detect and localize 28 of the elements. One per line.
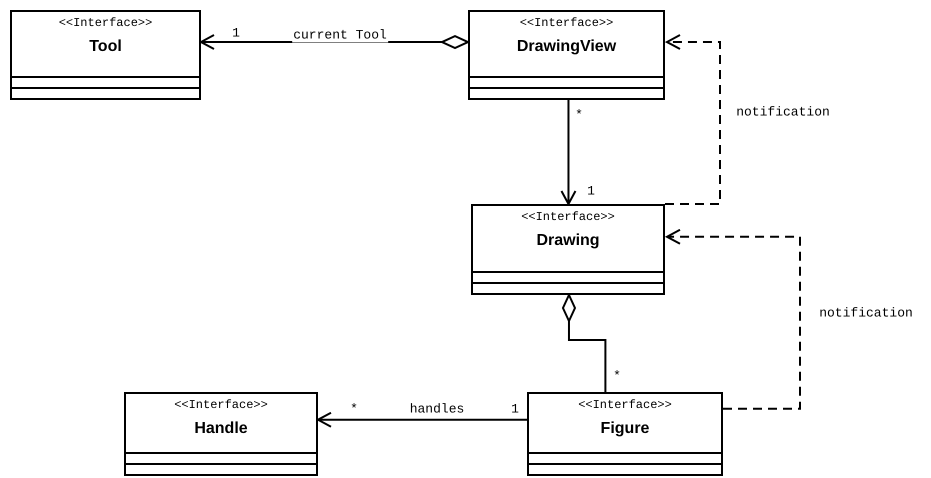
class-box	[471, 204, 665, 295]
aggregation-line	[562, 294, 606, 392]
dependency-arrow	[665, 34, 721, 205]
edge-label: current Tool	[292, 28, 388, 42]
class-name: Tool	[89, 38, 122, 56]
multiplicity: 1	[510, 402, 520, 416]
multiplicity: 1	[231, 26, 241, 40]
multiplicity: *	[349, 402, 359, 416]
association-arrow	[317, 412, 527, 428]
class-box	[124, 392, 318, 476]
stereotype: <<Interface>>	[520, 16, 614, 30]
class-name: Handle	[194, 420, 248, 438]
multiplicity: *	[612, 368, 622, 384]
class-box	[468, 10, 665, 100]
stereotype: <<Interface>>	[578, 398, 672, 412]
class-name: Drawing	[536, 232, 600, 250]
multiplicity: 1	[586, 184, 596, 198]
stereotype: <<Interface>>	[174, 398, 268, 412]
class-name: Figure	[600, 420, 650, 438]
association-arrow	[200, 34, 469, 50]
stereotype: <<Interface>>	[58, 16, 152, 30]
class-box	[10, 10, 201, 100]
class-box	[527, 392, 723, 476]
class-name: DrawingView	[516, 38, 616, 56]
association-arrow	[560, 100, 576, 205]
stereotype: <<Interface>>	[521, 210, 615, 224]
multiplicity: *	[574, 108, 584, 122]
dependency-arrow	[666, 228, 801, 410]
